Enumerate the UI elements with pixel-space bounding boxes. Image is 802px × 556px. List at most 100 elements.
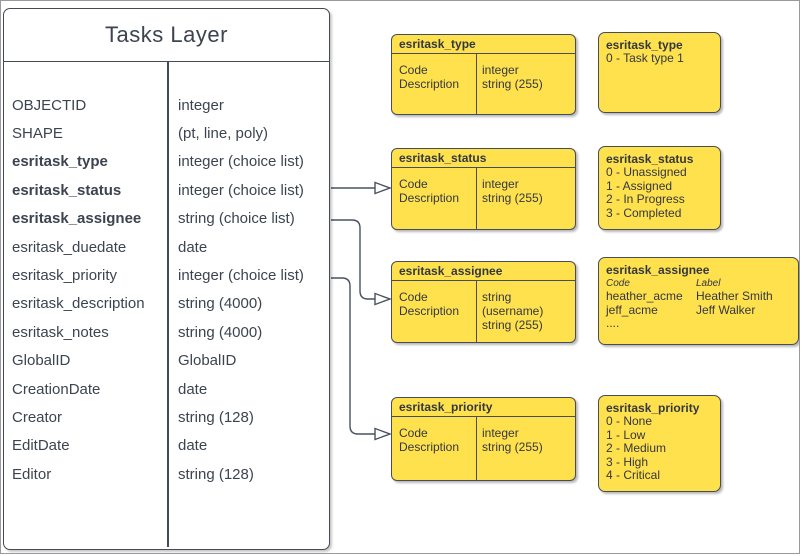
field-name: SHAPE [12, 125, 63, 143]
domain-title: esritask_type [392, 35, 575, 54]
field-name: EditDate [12, 437, 70, 455]
attr-type: string (255) [482, 318, 543, 332]
domain-title: esritask_status [392, 149, 575, 168]
attr-name: Description [399, 77, 460, 91]
domain-title: esritask_assignee [606, 263, 710, 277]
field-name: esritask_assignee [12, 210, 142, 228]
field-type: string (128) [178, 465, 254, 483]
field-name: GlobalID [12, 352, 71, 370]
field-type: integer (choice list) [178, 267, 304, 285]
domain-priority-values-box: esritask_priority 0 - None 1 - Low 2 - M… [598, 395, 721, 492]
coded-value: 0 - Unassigned [606, 165, 687, 179]
field-type: integer (choice list) [178, 153, 304, 171]
field-type: string (4000) [178, 323, 263, 341]
field-type: GlobalID [178, 352, 237, 370]
field-name: esritask_priority [12, 267, 118, 285]
domain-detail-body: Code Description integer string (255) [392, 168, 575, 229]
coded-value: 4 - Critical [606, 468, 661, 483]
coded-value: 1 - Assigned [606, 178, 673, 193]
domain-detail-body: Code Description integer string (255) [392, 54, 575, 114]
field-type: date [178, 380, 208, 398]
table-row: OBJECTID integer [4, 91, 329, 119]
page-title: Tasks Layer [4, 9, 329, 62]
assignee-label: Heather Smith [696, 289, 773, 303]
field-type: integer [178, 96, 224, 114]
table-row: esritask_status integer (choice list) [4, 176, 329, 204]
table-row: Editor string (128) [4, 460, 329, 488]
coded-value: 1 - Low [606, 427, 646, 442]
domain-detail-body: Code Description string (username) strin… [392, 281, 575, 342]
connector-line-priority [331, 277, 375, 435]
assignee-code: heather_acme [606, 289, 683, 303]
coded-value: 0 - Task type 1 [606, 51, 684, 65]
attr-name: Description [399, 191, 460, 205]
open-arrow-icon [374, 181, 393, 195]
table-row: SHAPE (pt, line, poly) [4, 119, 329, 147]
domain-status-values-box: esritask_status 0 - Unassigned 1 - Assig… [598, 146, 721, 230]
coded-value: 3 - High [606, 454, 649, 469]
field-name: OBJECTID [12, 96, 87, 114]
tasks-layer-field-list: OBJECTID integer SHAPE (pt, line, poly) … [4, 62, 329, 547]
domain-priority-detail-box: esritask_priority Code Description integ… [391, 397, 576, 481]
table-row: esritask_description string (4000) [4, 290, 329, 318]
domain-title: esritask_priority [606, 401, 700, 415]
attr-type: string (255) [482, 440, 543, 454]
table-row: EditDate date [4, 432, 329, 460]
field-type: string (choice list) [178, 210, 295, 228]
field-type: (pt, line, poly) [178, 125, 269, 143]
attr-type: integer [482, 177, 519, 191]
column-divider [167, 62, 169, 547]
attr-type: integer [482, 426, 519, 440]
domain-detail-body: Code Description integer string (255) [392, 417, 575, 480]
table-row: GlobalID GlobalID [4, 347, 329, 375]
table-row: esritask_priority integer (choice list) [4, 261, 329, 289]
domain-assignee-detail-box: esritask_assignee Code Description strin… [391, 261, 576, 343]
domain-title: esritask_type [606, 38, 683, 52]
assignee-value-table: Code Label heather_acme Heather Smith je… [606, 277, 791, 317]
attr-name: Code [399, 177, 428, 191]
field-name: Creator [12, 408, 63, 426]
tasks-layer-table: Tasks Layer OBJECTID integer SHAPE (pt, … [3, 8, 330, 550]
field-name: esritask_status [12, 181, 122, 199]
table-row: esritask_type integer (choice list) [4, 148, 329, 176]
ellipsis-more-values: .... [606, 316, 620, 331]
column-header: Label [696, 278, 721, 289]
column-header: Code [606, 278, 630, 289]
attr-type: integer [482, 63, 519, 77]
open-arrow-icon [374, 427, 393, 441]
domain-title: esritask_assignee [392, 262, 575, 281]
assignee-label: Jeff Walker [696, 302, 756, 317]
attr-type: string (255) [482, 191, 543, 205]
field-type: date [178, 238, 208, 256]
domain-type-detail-box: esritask_type Code Description integer s… [391, 34, 576, 115]
table-row: esritask_notes string (4000) [4, 318, 329, 346]
attr-name: Description [399, 440, 460, 454]
domain-status-detail-box: esritask_status Code Description integer… [391, 148, 576, 230]
coded-value: 0 - None [606, 414, 653, 428]
field-type: string (128) [178, 408, 254, 426]
attr-type: string (255) [482, 77, 543, 91]
table-row: Creator string (128) [4, 403, 329, 431]
domain-type-values-box: esritask_type 0 - Task type 1 [598, 32, 721, 113]
field-type: string (4000) [178, 295, 263, 313]
table-row: esritask_assignee string (choice list) [4, 205, 329, 233]
field-type: date [178, 437, 208, 455]
field-name: Editor [12, 465, 52, 483]
field-name: esritask_duedate [12, 238, 127, 256]
coded-value: 2 - Medium [606, 441, 667, 456]
coded-value: 3 - Completed [606, 205, 682, 220]
domain-title: esritask_priority [392, 398, 575, 417]
table-row: esritask_duedate date [4, 233, 329, 261]
field-name: CreationDate [12, 380, 101, 398]
field-name: esritask_notes [12, 323, 109, 341]
field-name: esritask_description [12, 295, 145, 313]
connector-line-assignee [331, 219, 375, 300]
coded-value: 2 - In Progress [606, 192, 685, 207]
field-name: esritask_type [12, 153, 108, 171]
domain-title: esritask_status [606, 152, 694, 166]
attr-name: Description [399, 304, 460, 318]
attr-name: Code [399, 63, 428, 77]
attr-name: Code [399, 426, 428, 440]
table-row: CreationDate date [4, 375, 329, 403]
